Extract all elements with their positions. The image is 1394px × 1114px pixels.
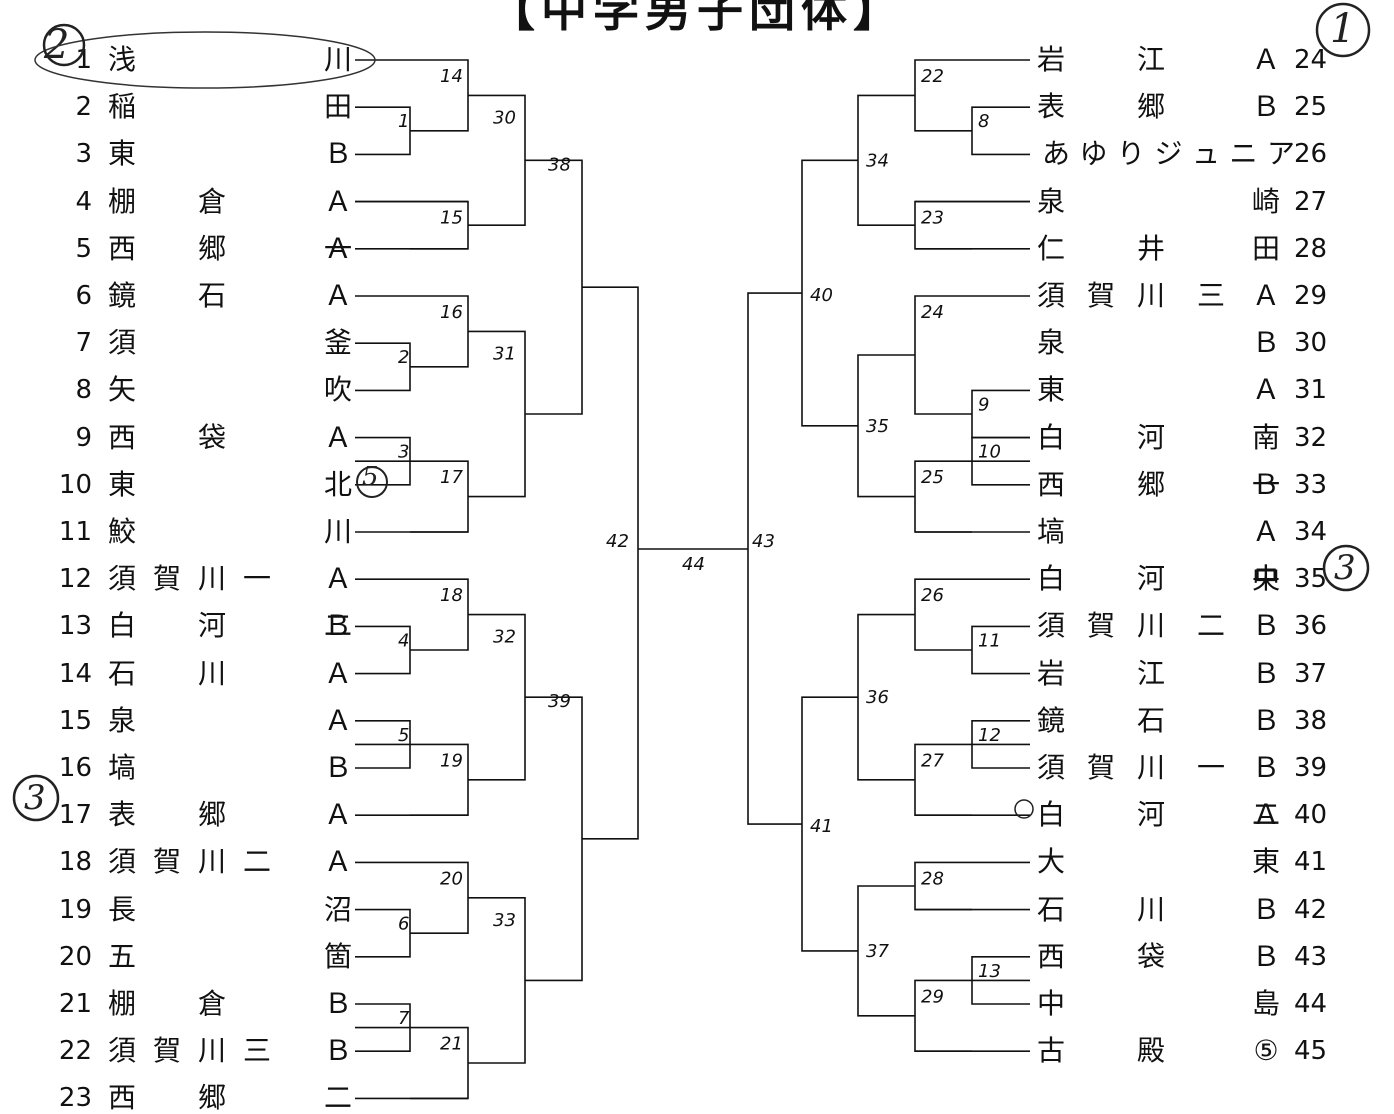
team-seed-number: 44 (1294, 989, 1328, 1019)
team-seed-number: 18 (58, 847, 92, 878)
team-seed-number: 2 (75, 92, 92, 123)
match-number: 14 (440, 66, 463, 87)
match-number: 25 (921, 467, 944, 488)
team-seed-number: 34 (1294, 517, 1328, 547)
match-number: 21 (440, 1034, 463, 1055)
team-seed-number: 14 (58, 658, 92, 689)
match-number: 33 (493, 910, 516, 931)
team-seed-number: 6 (75, 281, 92, 311)
match-number: 4 (398, 630, 409, 651)
match-number: 38 (548, 154, 571, 175)
match-number: 23 (921, 208, 944, 229)
handwritten-mark-3-right: 3 (1334, 548, 1356, 588)
match-number: 39 (548, 691, 571, 712)
handwritten-mark-2: 2 (44, 22, 70, 68)
match-number: 12 (978, 725, 1001, 746)
team-seed-number: 36 (1294, 611, 1328, 642)
match-number: 26 (921, 585, 944, 606)
team-seed-number: 5 (75, 233, 92, 264)
team-seed-number: 43 (1294, 941, 1328, 972)
match-number: 5 (398, 725, 409, 746)
team-seed-number: 1 (75, 45, 92, 75)
page-title: 【中学男子団体】 (489, 0, 905, 37)
match-number: 42 (606, 531, 629, 552)
team-seed-number: 26 (1294, 139, 1328, 170)
team-seed-number: 32 (1294, 422, 1328, 453)
team-seed-number: 42 (1294, 894, 1328, 925)
team-seed-number: 45 (1294, 1036, 1328, 1067)
match-number: 34 (866, 150, 889, 171)
match-number: 6 (398, 914, 409, 935)
match-number: 8 (978, 111, 989, 132)
team-seed-number: 38 (1294, 705, 1328, 736)
match-number: 16 (440, 302, 463, 323)
team-seed-number: 19 (58, 894, 92, 925)
match-number: 15 (440, 208, 463, 229)
team-seed-number: 10 (58, 469, 92, 500)
match-number: 10 (978, 442, 1001, 463)
match-number: 24 (921, 302, 944, 323)
team-seed-number: 40 (1294, 800, 1328, 831)
team-seed-number: 30 (1294, 328, 1328, 359)
team-seed-number: 15 (58, 705, 92, 736)
match-number: 30 (493, 107, 516, 128)
team-seed-number: 25 (1294, 92, 1328, 123)
match-number: 44 (682, 554, 705, 575)
team-seed-number: 3 (75, 139, 92, 170)
team-seed-number: 31 (1294, 375, 1328, 406)
team-seed-number: 24 (1294, 45, 1328, 75)
match-number: 17 (440, 467, 463, 488)
team-seed-number: 16 (58, 753, 92, 783)
match-number: 13 (978, 961, 1001, 982)
team-seed-number: 12 (58, 564, 92, 595)
match-number: 20 (440, 868, 463, 889)
team-seed-number: 8 (75, 375, 92, 406)
match-number: 41 (810, 816, 833, 837)
match-number: 29 (921, 986, 944, 1007)
team-seed-number: 28 (1294, 233, 1328, 264)
match-number: 43 (752, 531, 775, 552)
team-seed-number: 33 (1294, 469, 1328, 500)
match-number: 7 (398, 1008, 410, 1029)
match-number: 40 (810, 285, 833, 306)
team-seed-number: 29 (1294, 281, 1328, 311)
team-seed-number: 13 (58, 611, 92, 642)
match-number: 9 (978, 394, 989, 415)
team-seed-number: 4 (75, 186, 92, 217)
match-number: 37 (866, 941, 889, 962)
team-seed-number: 35 (1294, 564, 1328, 595)
match-number: 22 (921, 66, 944, 87)
match-number: 3 (398, 442, 409, 463)
team-seed-number: 22 (58, 1036, 92, 1067)
team-seed-number: 17 (58, 800, 92, 831)
match-number: 19 (440, 750, 463, 771)
match-number: 27 (921, 750, 944, 771)
match-number: 2 (398, 347, 409, 368)
match-number: 11 (978, 630, 1001, 651)
match-connector (582, 286, 639, 840)
handwritten-mark-3-left: 3 (24, 778, 46, 818)
team-seed-number: 27 (1294, 186, 1328, 217)
handwritten-mark-5: 5 (362, 462, 379, 492)
team-seed-number: 41 (1294, 847, 1328, 878)
match-number: 35 (866, 416, 889, 437)
match-number: 36 (866, 687, 889, 708)
team-seed-number: 21 (58, 989, 92, 1019)
handwritten-mark-1: 1 (1330, 6, 1356, 52)
match-connector (747, 292, 802, 825)
match-number: 18 (440, 585, 463, 606)
team-seed-number: 37 (1294, 658, 1328, 689)
team-seed-number: 11 (58, 517, 92, 547)
match-number: 32 (493, 627, 516, 648)
team-seed-number: 7 (75, 328, 92, 359)
match-number: 1 (398, 111, 409, 132)
team-seed-number: 20 (58, 941, 92, 972)
team-seed-number: 39 (1294, 753, 1328, 783)
match-number: 31 (493, 343, 516, 364)
team-seed-number: 23 (58, 1083, 92, 1114)
match-number: 28 (921, 868, 944, 889)
team-seed-number: 9 (75, 422, 92, 453)
